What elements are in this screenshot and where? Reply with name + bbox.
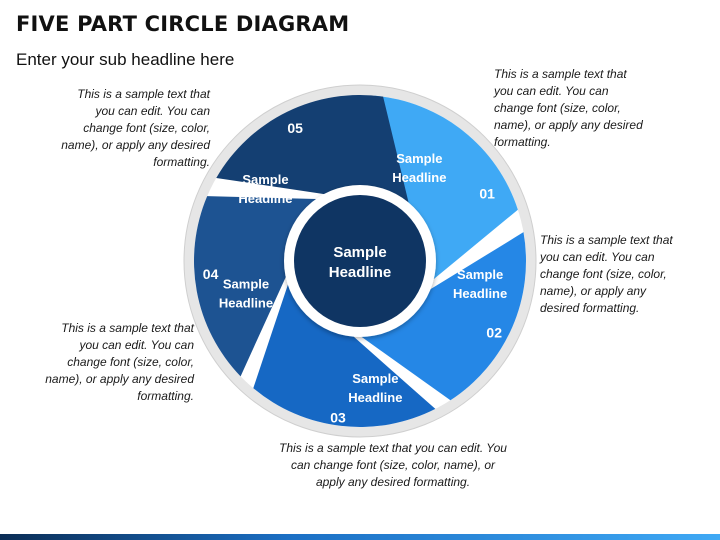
hub-headline-line2: Headline (329, 264, 392, 281)
segment-05-headline-line1: Sample (242, 172, 288, 187)
segment-05-headline-line2: Headline (238, 191, 292, 206)
segment-01-headline-line2: Headline (392, 170, 446, 185)
segment-03 (253, 270, 436, 427)
page-title: FIVE PART CIRCLE DIAGRAM (16, 12, 350, 36)
hub-circle (294, 195, 426, 327)
description-02: This is a sample text that you can edit.… (540, 233, 673, 315)
segment-02-headline-line2: Headline (453, 286, 507, 301)
segment-number-05: 05 (287, 120, 303, 136)
description-01: This is a sample text that you can edit.… (494, 67, 643, 149)
segment-03-headline-line1: Sample (352, 371, 398, 386)
segment-02-headline-line1: Sample (457, 267, 503, 282)
segment-number-03: 03 (330, 409, 346, 425)
segment-03-headline-line2: Headline (348, 390, 402, 405)
segment-04 (193, 196, 332, 377)
description-05: This is a sample text that you can edit.… (61, 87, 210, 169)
segment-02 (349, 232, 526, 401)
description-03: This is a sample text that you can edit.… (279, 441, 507, 489)
hub-headline-line1: Sample (333, 244, 386, 261)
segment-04-headline-line1: Sample (223, 277, 269, 292)
page-subtitle: Enter your sub headline here (16, 50, 235, 69)
segment-01-headline-line1: Sample (396, 151, 442, 166)
segment-01 (374, 95, 518, 289)
segment-number-04: 04 (203, 266, 219, 282)
segment-number-02: 02 (486, 324, 502, 340)
description-04: This is a sample text that you can edit.… (45, 321, 194, 403)
segment-number-01: 01 (479, 185, 495, 201)
footer-bar (0, 534, 720, 540)
segment-04-headline-line2: Headline (219, 296, 273, 311)
